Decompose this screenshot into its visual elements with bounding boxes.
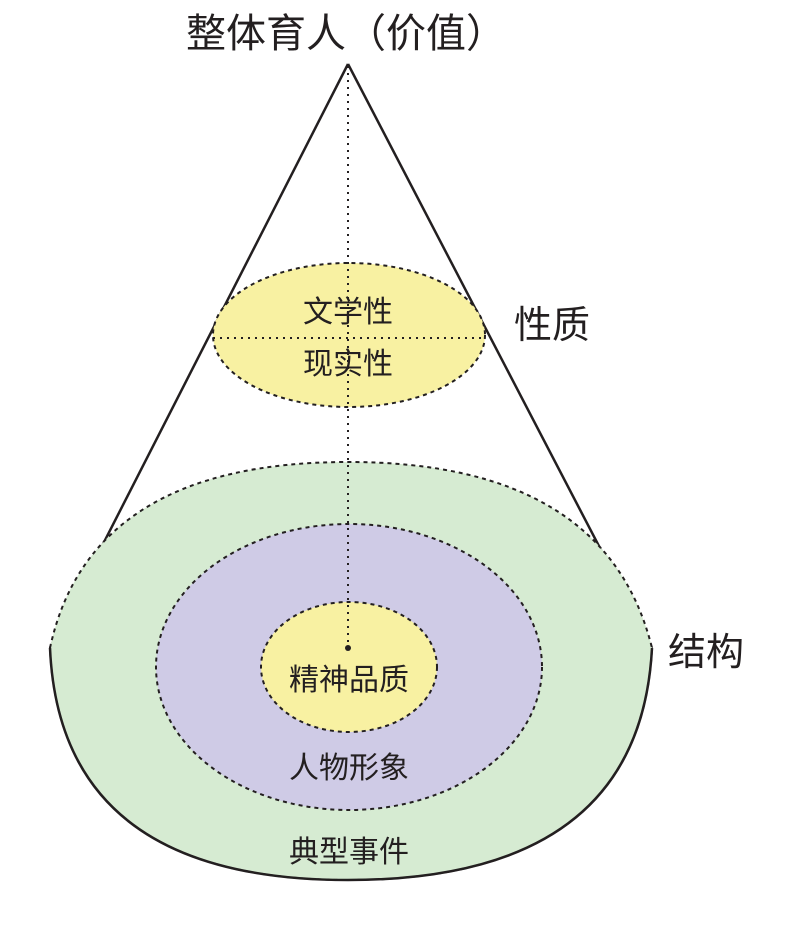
nature-bottom-text: 现实性 [303,347,393,382]
axis-end-dot [345,645,351,651]
structure-inner-text: 精神品质 [289,663,409,698]
structure-middle-text: 人物形象 [289,751,409,786]
nature-side-label: 性质 [514,303,590,347]
nature-top-text: 文学性 [303,295,393,330]
structure-inner-layer [260,601,438,733]
structure-side-label: 结构 [668,630,744,674]
nature-ellipse [212,262,486,408]
structure-base-arc [48,647,654,882]
structure-outer-text: 典型事件 [289,835,409,870]
diagram-title: 整体育人（价值） [186,11,506,57]
